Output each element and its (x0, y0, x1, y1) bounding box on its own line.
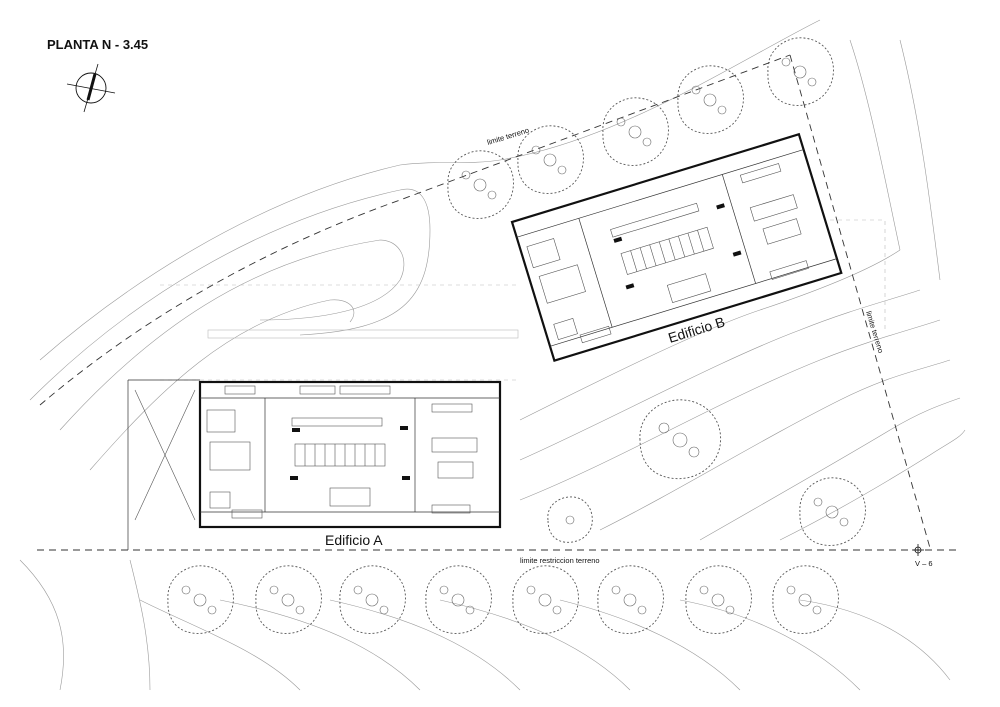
terrace-wall (127, 329, 519, 550)
limite-terreno-right-label: limite terreno (864, 310, 885, 354)
building-b (510, 132, 843, 363)
building-a (198, 380, 502, 529)
section-marker-label: V – 6 (915, 559, 933, 568)
limite-terreno-top-label: limite terreno (486, 126, 530, 147)
terrain-contours (19, 19, 966, 691)
north-arrow-icon (66, 63, 116, 113)
limite-restriccion-label: limite restriccion terreno (520, 556, 600, 565)
property-boundary (37, 54, 960, 551)
building-a-label: Edificio A (325, 532, 383, 548)
section-marker-icon (912, 544, 924, 556)
plan-title: PLANTA N - 3.45 (47, 37, 148, 52)
tree-icon (167, 37, 866, 634)
